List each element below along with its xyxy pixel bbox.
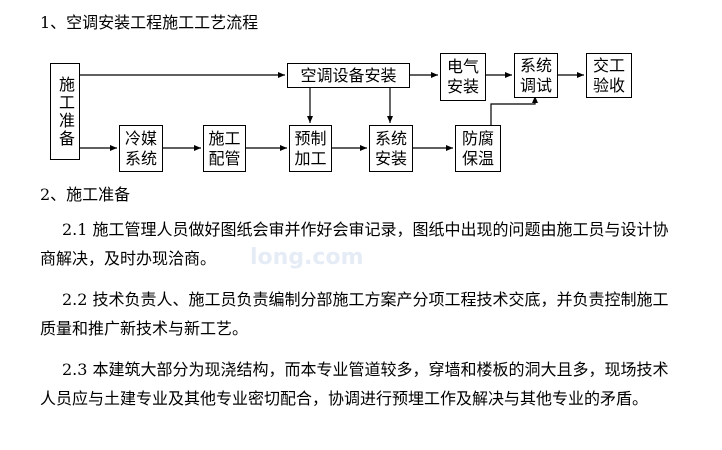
node-prep: 施工准备 xyxy=(50,63,80,160)
node-refrigerant: 冷媒 系统 xyxy=(119,125,163,172)
node-acceptance: 交工 验收 xyxy=(586,53,632,98)
node-system-debug: 系统 调试 xyxy=(514,53,558,98)
node-refrigerant-line1: 冷媒 xyxy=(124,128,157,148)
node-system-install: 系统 安装 xyxy=(369,125,413,172)
node-anticorrosion-line1: 防腐 xyxy=(461,128,494,148)
paragraph-2-2: 2.2 技术负责人、施工员负责编制分部施工方案产分项工程技术交底，并负责控制施工… xyxy=(40,285,670,343)
node-system-install-line1: 系统 xyxy=(374,128,407,148)
node-anticorrosion: 防腐 保温 xyxy=(455,125,501,172)
paragraph-2-2-text: 2.2 技术负责人、施工员负责编制分部施工方案产分项工程技术交底，并负责控制施工… xyxy=(40,290,669,338)
node-prefab: 预制 加工 xyxy=(289,125,332,172)
node-anticorrosion-line2: 保温 xyxy=(461,148,494,168)
node-piping: 施工 配管 xyxy=(203,125,246,172)
node-ac-install: 空调设备安装 xyxy=(287,63,410,88)
paragraph-2-3-text: 2.3 本建筑大部分为现浇结构，而本专业管道较多，穿墙和楼板的洞大且多，现场技术… xyxy=(40,360,669,408)
node-refrigerant-line2: 系统 xyxy=(124,148,157,168)
node-prefab-line2: 加工 xyxy=(294,148,327,168)
node-electric-line1: 电气 xyxy=(446,57,479,76)
node-system-debug-line1: 系统 xyxy=(519,55,552,75)
node-acceptance-line1: 交工 xyxy=(592,55,625,75)
arrow-anticorrosion-to-debug xyxy=(490,96,538,126)
node-electric-line2: 安装 xyxy=(446,77,479,96)
paragraph-2-1-text: 2.1 施工管理人员做好图纸会审并作好会审记录，图纸中出现的问题由施工员与设计协… xyxy=(40,220,669,268)
paragraph-2-1: 2.1 施工管理人员做好图纸会审并作好会审记录，图纸中出现的问题由施工员与设计协… xyxy=(40,215,670,273)
node-prefab-line1: 预制 xyxy=(294,128,327,148)
flowchart-connectors xyxy=(80,72,584,151)
section2-title: 2、施工准备 xyxy=(40,185,131,204)
node-acceptance-line2: 验收 xyxy=(592,75,625,95)
watermark: long.com xyxy=(250,245,364,270)
node-piping-line2: 配管 xyxy=(208,148,241,168)
paragraph-2-3: 2.3 本建筑大部分为现浇结构，而本专业管道较多，穿墙和楼板的洞大且多，现场技术… xyxy=(40,355,670,413)
section1-title: 1、空调安装工程施工工艺流程 xyxy=(40,13,259,32)
node-piping-line1: 施工 xyxy=(208,128,241,148)
node-system-install-line2: 安装 xyxy=(374,148,407,168)
node-system-debug-line2: 调试 xyxy=(519,75,552,95)
node-electric: 电气 安装 xyxy=(440,53,486,101)
